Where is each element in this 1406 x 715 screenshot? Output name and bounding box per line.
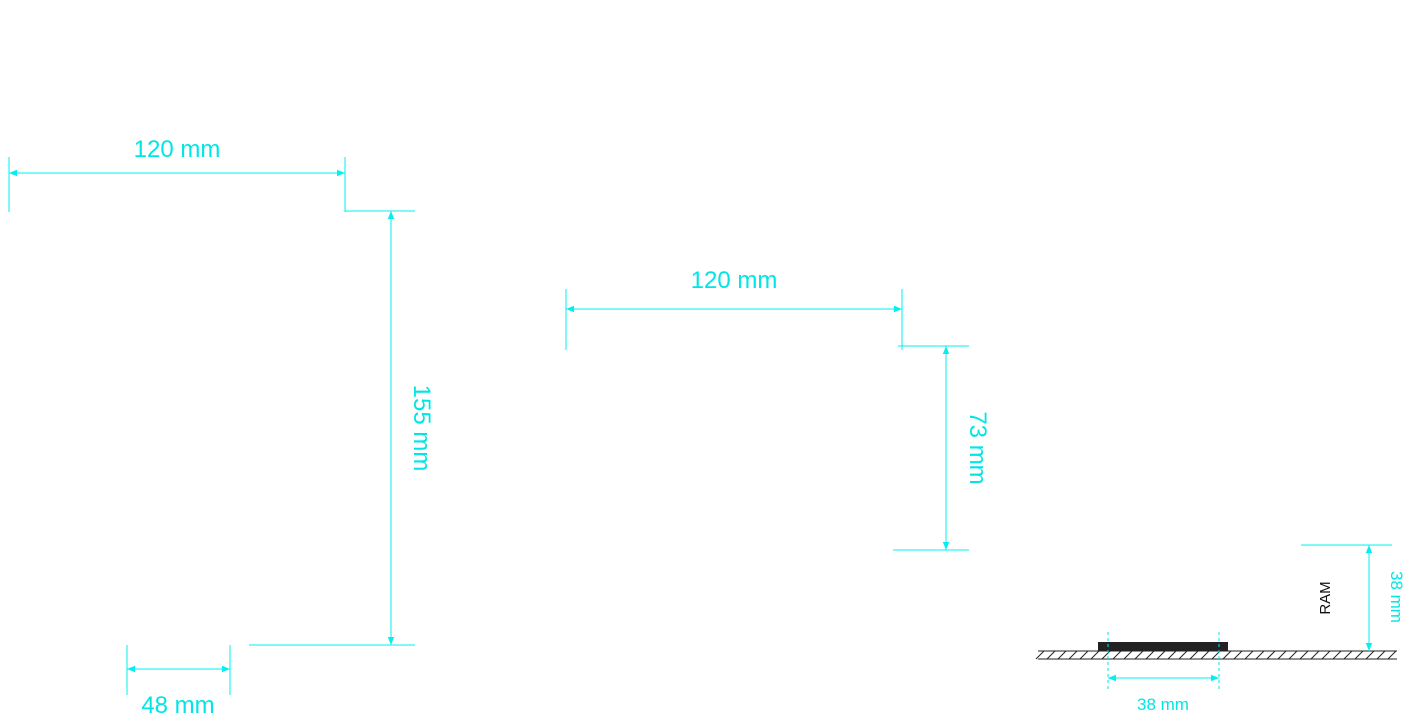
hatch-line bbox=[1387, 650, 1397, 660]
view2-height-label: 73 mm bbox=[964, 411, 991, 484]
hatch-line bbox=[1288, 650, 1298, 660]
hatch-line bbox=[1035, 650, 1045, 660]
hatch-line bbox=[1310, 650, 1320, 660]
hatch-line bbox=[1321, 650, 1331, 660]
view1-height-label: 155 mm bbox=[408, 385, 435, 472]
hatch-line bbox=[1178, 650, 1188, 660]
hatch-line bbox=[1255, 650, 1265, 660]
hatch-line bbox=[1266, 650, 1276, 660]
hatch-line bbox=[1299, 650, 1309, 660]
hatch-line bbox=[1222, 650, 1232, 660]
view1-width-label: 120 mm bbox=[134, 136, 221, 163]
hatch-line bbox=[1233, 650, 1243, 660]
hatch-line bbox=[1376, 650, 1386, 660]
hatch-line bbox=[1189, 650, 1199, 660]
hatch-line bbox=[1200, 650, 1210, 660]
hatch-line bbox=[1167, 650, 1177, 660]
hatch-line bbox=[1101, 650, 1111, 660]
hatch-line bbox=[1354, 650, 1364, 660]
hatch-line bbox=[1134, 650, 1144, 660]
hatch-line bbox=[1277, 650, 1287, 660]
ground-hatching bbox=[1035, 650, 1397, 660]
hatch-line bbox=[1332, 650, 1342, 660]
hatch-line bbox=[1123, 650, 1133, 660]
hatch-line bbox=[1046, 650, 1056, 660]
hatch-line bbox=[1057, 650, 1067, 660]
hatch-line bbox=[1112, 650, 1122, 660]
hatch-line bbox=[1145, 650, 1155, 660]
view3-detail: 38 mm 38 mm RAM bbox=[1035, 544, 1406, 714]
hatch-line bbox=[1079, 650, 1089, 660]
hatch-line bbox=[1090, 650, 1100, 660]
ram-label: RAM bbox=[1317, 581, 1334, 614]
hatch-line bbox=[1156, 650, 1166, 660]
hatch-line bbox=[1068, 650, 1078, 660]
view2-width-label: 120 mm bbox=[691, 267, 778, 294]
hatch-line bbox=[1244, 650, 1254, 660]
view3-width-label: 38 mm bbox=[1137, 695, 1189, 714]
view2-dimensions: 120 mm 73 mm bbox=[565, 267, 991, 551]
view3-height-label: 38 mm bbox=[1387, 571, 1406, 623]
view1-dimensions: 120 mm 155 mm 48 mm bbox=[8, 136, 435, 715]
part-block bbox=[1098, 642, 1228, 651]
hatch-line bbox=[1365, 650, 1375, 660]
view1-offset-label: 48 mm bbox=[141, 692, 214, 715]
hatch-line bbox=[1343, 650, 1353, 660]
